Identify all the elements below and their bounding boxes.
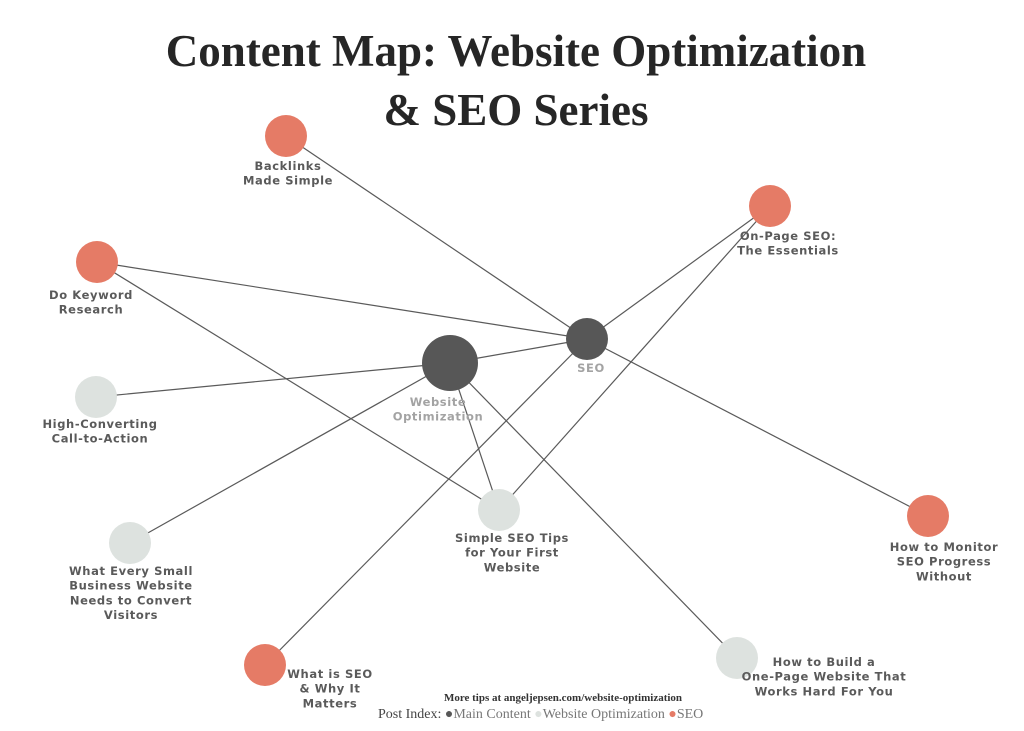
node-seo[interactable]: SEO [566,318,608,375]
node-circle[interactable] [244,644,286,686]
legend-dot-website: ● [534,707,542,722]
node-circle[interactable] [76,241,118,283]
edge-onpage-seo [586,205,771,340]
legend-seo: SEO [677,707,703,722]
node-circle[interactable] [716,637,758,679]
node-onpage[interactable]: On-Page SEO:The Essentials [737,185,839,258]
node-circle[interactable] [422,335,478,391]
node-circle[interactable] [566,318,608,360]
edge-seo-whatseo [264,338,588,666]
legend-website: Website Optimization [543,707,665,722]
legend-main: Main Content [453,707,530,722]
edge-backlinks-seo [285,135,588,340]
legend-dot-seo: ● [668,707,676,722]
node-circle[interactable] [907,495,949,537]
legend-dot-main: ● [445,707,453,722]
edge-keyword-seo [96,261,588,340]
edge-onpage-tips [498,205,771,511]
node-label: SEO [577,361,605,375]
node-circle[interactable] [265,115,307,157]
edge-keyword-tips [96,261,500,511]
legend: Post Index: ●Main Content ●Website Optim… [378,707,703,722]
node-circle[interactable] [478,489,520,531]
edge-seo-monitor [586,338,929,517]
legend-lead: Post Index: [378,707,441,722]
node-circle[interactable] [75,376,117,418]
edge-cta-wo [95,362,451,398]
edges [95,135,929,666]
edge-wo-onepage [449,362,738,659]
node-circle[interactable] [109,522,151,564]
edge-smallbiz-wo [129,362,451,544]
title-line-1: Content Map: Website Optimization [166,26,866,76]
node-circle[interactable] [749,185,791,227]
footer-tips: More tips at angeljepsen.com/website-opt… [444,692,682,704]
node-label: On-Page SEO:The Essentials [737,229,839,258]
title-line-2: & SEO Series [384,85,649,135]
